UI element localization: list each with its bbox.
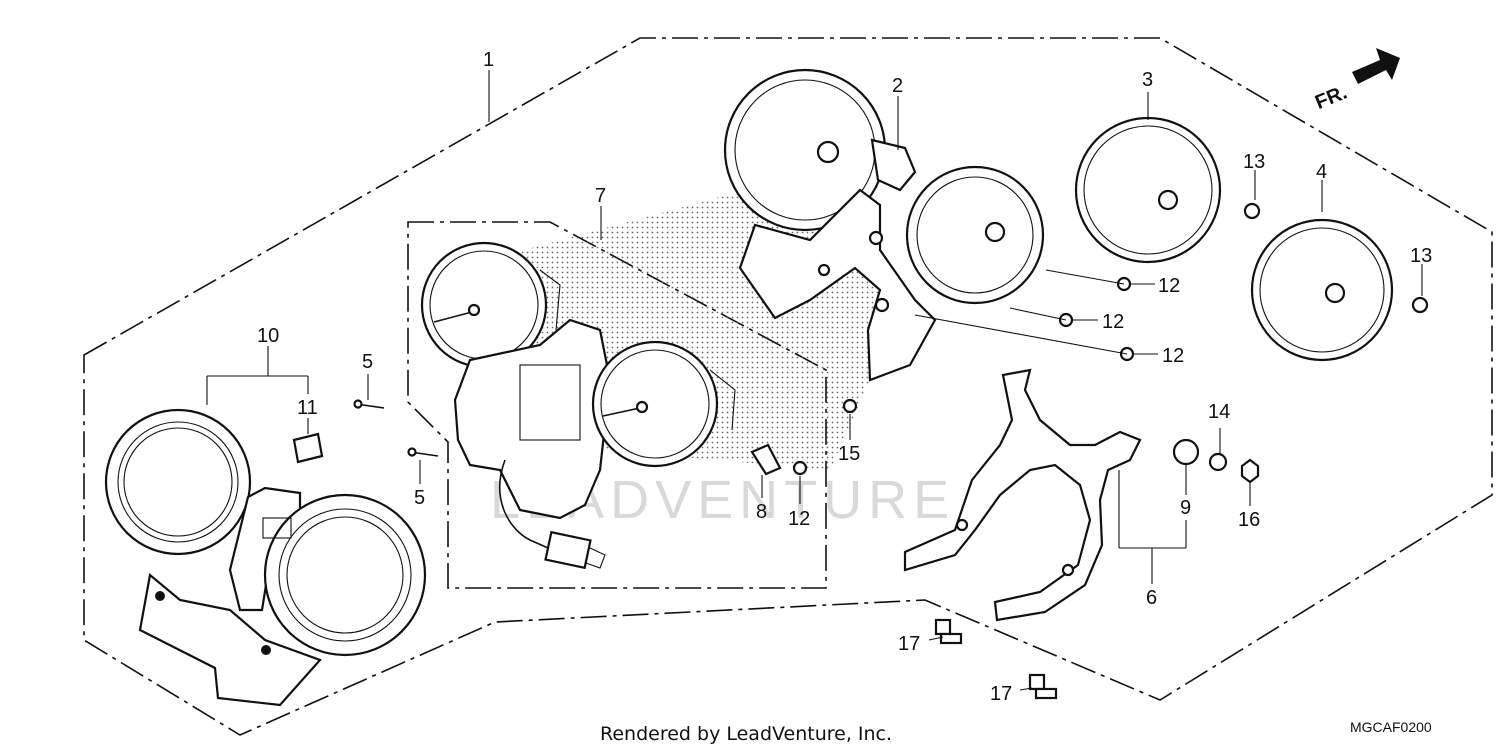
assembly-outline-7 xyxy=(407,221,827,589)
callout-8: 8 xyxy=(756,501,767,523)
diagram-code: MGCAF0200 xyxy=(1350,719,1432,735)
assembly-outline-1 xyxy=(83,37,1493,736)
callout-17b: 17 xyxy=(990,683,1012,705)
callout-10: 10 xyxy=(257,325,279,347)
front-direction-arrow: FR. xyxy=(1312,48,1400,114)
screw-part-5-a xyxy=(353,399,385,409)
callout-labels: 1 2 3 4 5 5 6 7 8 9 10 11 12 12 12 12 13… xyxy=(257,49,1432,705)
meter-stay xyxy=(903,368,1142,622)
screw-part-13-b xyxy=(1411,296,1429,314)
bolt-part-17-b xyxy=(1028,673,1058,700)
clip-part-8 xyxy=(750,443,782,476)
callout-12a: 12 xyxy=(1158,275,1180,297)
callout-3: 3 xyxy=(1142,69,1153,91)
callout-14: 14 xyxy=(1208,401,1230,423)
leader-lines xyxy=(206,70,1423,691)
screw-part-13-a xyxy=(1243,202,1261,220)
fr-label: FR. xyxy=(1312,82,1350,114)
callout-13a: 13 xyxy=(1243,151,1265,173)
meter-cover xyxy=(723,68,1045,382)
callout-13b: 13 xyxy=(1410,245,1432,267)
callout-17a: 17 xyxy=(898,633,920,655)
meter-body xyxy=(420,241,736,570)
bolt-part-17-a xyxy=(934,618,963,645)
screw-part-15 xyxy=(842,398,858,414)
screw-part-12-d xyxy=(792,460,808,476)
callout-12d: 12 xyxy=(788,508,810,530)
callout-12c: 12 xyxy=(1162,345,1184,367)
grommet-part-9 xyxy=(1172,438,1200,466)
callout-9: 9 xyxy=(1180,497,1191,519)
callout-6: 6 xyxy=(1146,587,1157,609)
callout-5a: 5 xyxy=(362,351,373,373)
callout-1: 1 xyxy=(483,49,494,71)
callout-11: 11 xyxy=(297,397,318,419)
callout-12b: 12 xyxy=(1102,311,1124,333)
callout-7: 7 xyxy=(595,185,606,207)
screw-part-5-b xyxy=(407,447,439,457)
footer-credit: Rendered by LeadVenture, Inc. xyxy=(600,723,892,745)
callout-16: 16 xyxy=(1238,509,1260,531)
meter-case-front xyxy=(104,408,427,707)
rear-cover-3 xyxy=(1074,116,1222,264)
pad-part-11 xyxy=(292,432,324,464)
callout-4: 4 xyxy=(1316,161,1327,183)
callout-2: 2 xyxy=(892,75,903,97)
callout-15: 15 xyxy=(838,443,860,465)
rear-cover-4 xyxy=(1250,218,1394,362)
callout-5b: 5 xyxy=(414,487,425,509)
nut-part-16 xyxy=(1240,458,1260,484)
washer-part-14 xyxy=(1208,452,1228,472)
